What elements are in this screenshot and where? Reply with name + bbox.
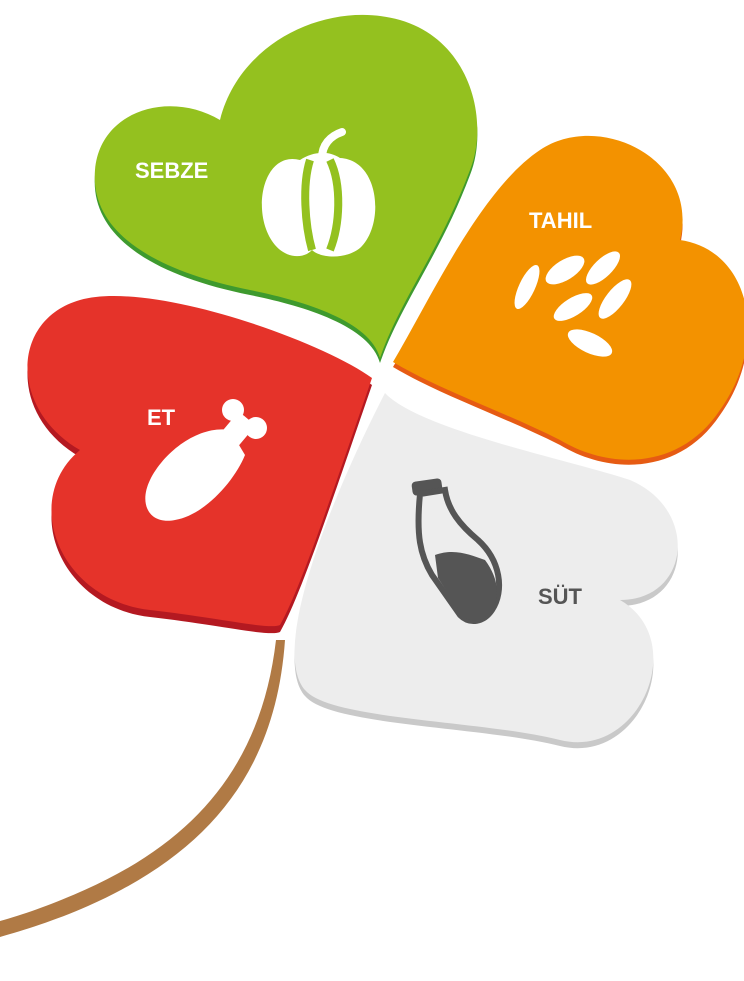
clover-stem (0, 640, 285, 937)
label-meat: ET (147, 405, 176, 430)
chicken-leg-icon (145, 399, 267, 521)
grains-icon (514, 251, 632, 357)
milk-bottle-icon (411, 478, 503, 624)
label-dairy: SÜT (538, 584, 583, 609)
label-vegetable: SEBZE (135, 158, 208, 183)
leaf-grain-shape (393, 135, 744, 460)
label-grain: TAHIL (529, 208, 592, 233)
pumpkin-icon (261, 128, 376, 257)
